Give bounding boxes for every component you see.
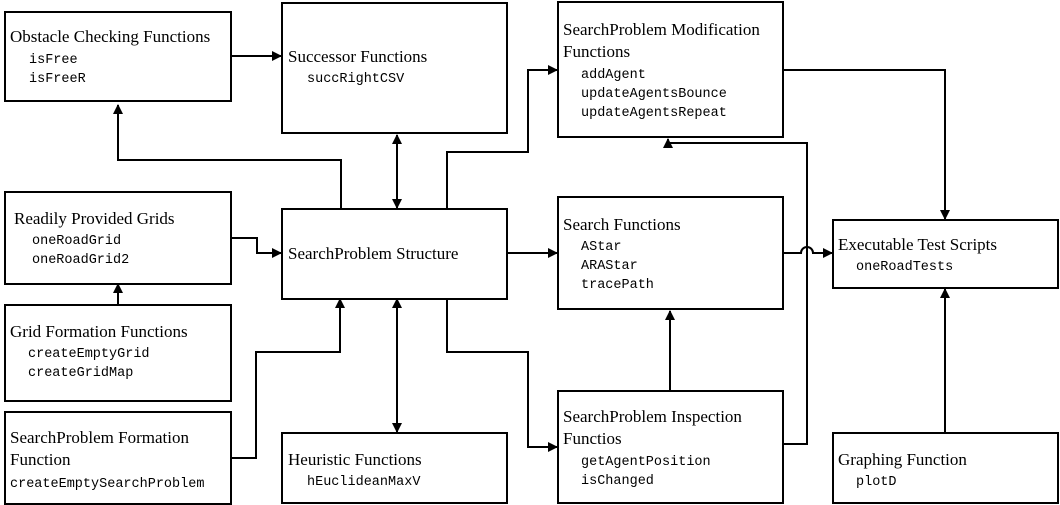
edge-structure-to-inspection [446,299,558,452]
node-grids-title: Readily Provided Grids [14,209,175,228]
node-heuristic-title: Heuristic Functions [288,450,422,469]
node-search-function: AStar [581,240,622,255]
edge-search-to-tests [783,246,833,258]
node-obstacle: Obstacle Checking Functions isFree isFreeR [4,11,232,102]
node-tests-box [832,219,1059,289]
node-modification-title: Functions [563,42,630,61]
node-graphing-title: Graphing Function [838,450,967,469]
node-tests: Executable Test Scripts oneRoadTests [832,219,1059,289]
node-formation-title: SearchProblem Formation [10,428,189,447]
node-modification-function: updateAgentsBounce [581,87,727,102]
node-formation-function: createEmptySearchProblem [10,477,204,492]
node-gridformation-function: createGridMap [28,366,133,381]
node-modification-title: SearchProblem Modification [563,20,760,39]
node-search-box [557,196,784,310]
node-inspection-function: getAgentPosition [581,455,711,470]
edges [113,51,950,459]
node-grids-function: oneRoadGrid2 [32,253,129,268]
node-search-function: tracePath [581,278,654,293]
node-graphing-box [832,432,1059,504]
nodes: Obstacle Checking Functions isFree isFreeR… [4,1,1059,505]
node-gridformation: Grid Formation Functions createEmptyGrid c… [4,304,232,402]
node-successor-box [281,2,508,134]
node-search-title: Search Functions [563,215,681,234]
node-inspection-box [557,390,784,504]
node-obstacle-function: isFree [29,53,78,68]
node-formation-title: Function [10,450,71,469]
node-tests-function: oneRoadTests [856,260,953,275]
edge-grids-to-structure [231,237,282,258]
node-gridformation-title: Grid Formation Functions [10,322,188,341]
node-heuristic-function: hEuclideanMaxV [307,475,421,490]
node-inspection-title: Functios [563,429,622,448]
node-grids-function: oneRoadGrid [32,234,121,249]
node-modification-function: updateAgentsRepeat [581,106,727,121]
node-successor: Successor Functions succRightCSV [281,2,508,134]
node-formation-box [4,411,232,505]
edge-formation-to-structure [231,298,345,459]
node-structure-title: SearchProblem Structure [288,244,458,263]
node-heuristic-box [281,432,508,504]
node-gridformation-function: createEmptyGrid [28,347,150,362]
node-inspection-title: SearchProblem Inspection [563,407,742,426]
node-search-function: ARAStar [581,259,638,274]
node-successor-title: Successor Functions [288,47,427,66]
node-structure-box [281,208,508,300]
node-obstacle-function: isFreeR [29,72,86,87]
edge-inspection-to-modification [663,138,808,445]
node-grids-box [4,191,232,285]
node-modification-box [557,1,784,138]
node-graphing-function: plotD [856,475,897,490]
edge-modification-to-tests [783,69,950,220]
node-obstacle-box [4,11,232,102]
node-obstacle-title: Obstacle Checking Functions [10,27,210,46]
node-successor-function: succRightCSV [307,72,405,87]
node-tests-title: Executable Test Scripts [838,235,997,254]
node-gridformation-box [4,304,232,402]
edge-structure-to-modification [446,65,558,209]
node-grids: Readily Provided Grids oneRoadGrid oneRoad… [4,191,232,285]
node-modification-function: addAgent [581,68,646,83]
edge-structure-to-obstacle [113,104,342,209]
node-heuristic: Heuristic Functions hEuclideanMaxV [281,432,508,504]
node-graphing: Graphing Function plotD [832,432,1059,504]
node-inspection-function: isChanged [581,474,654,489]
node-structure: SearchProblem Structure [281,208,508,300]
